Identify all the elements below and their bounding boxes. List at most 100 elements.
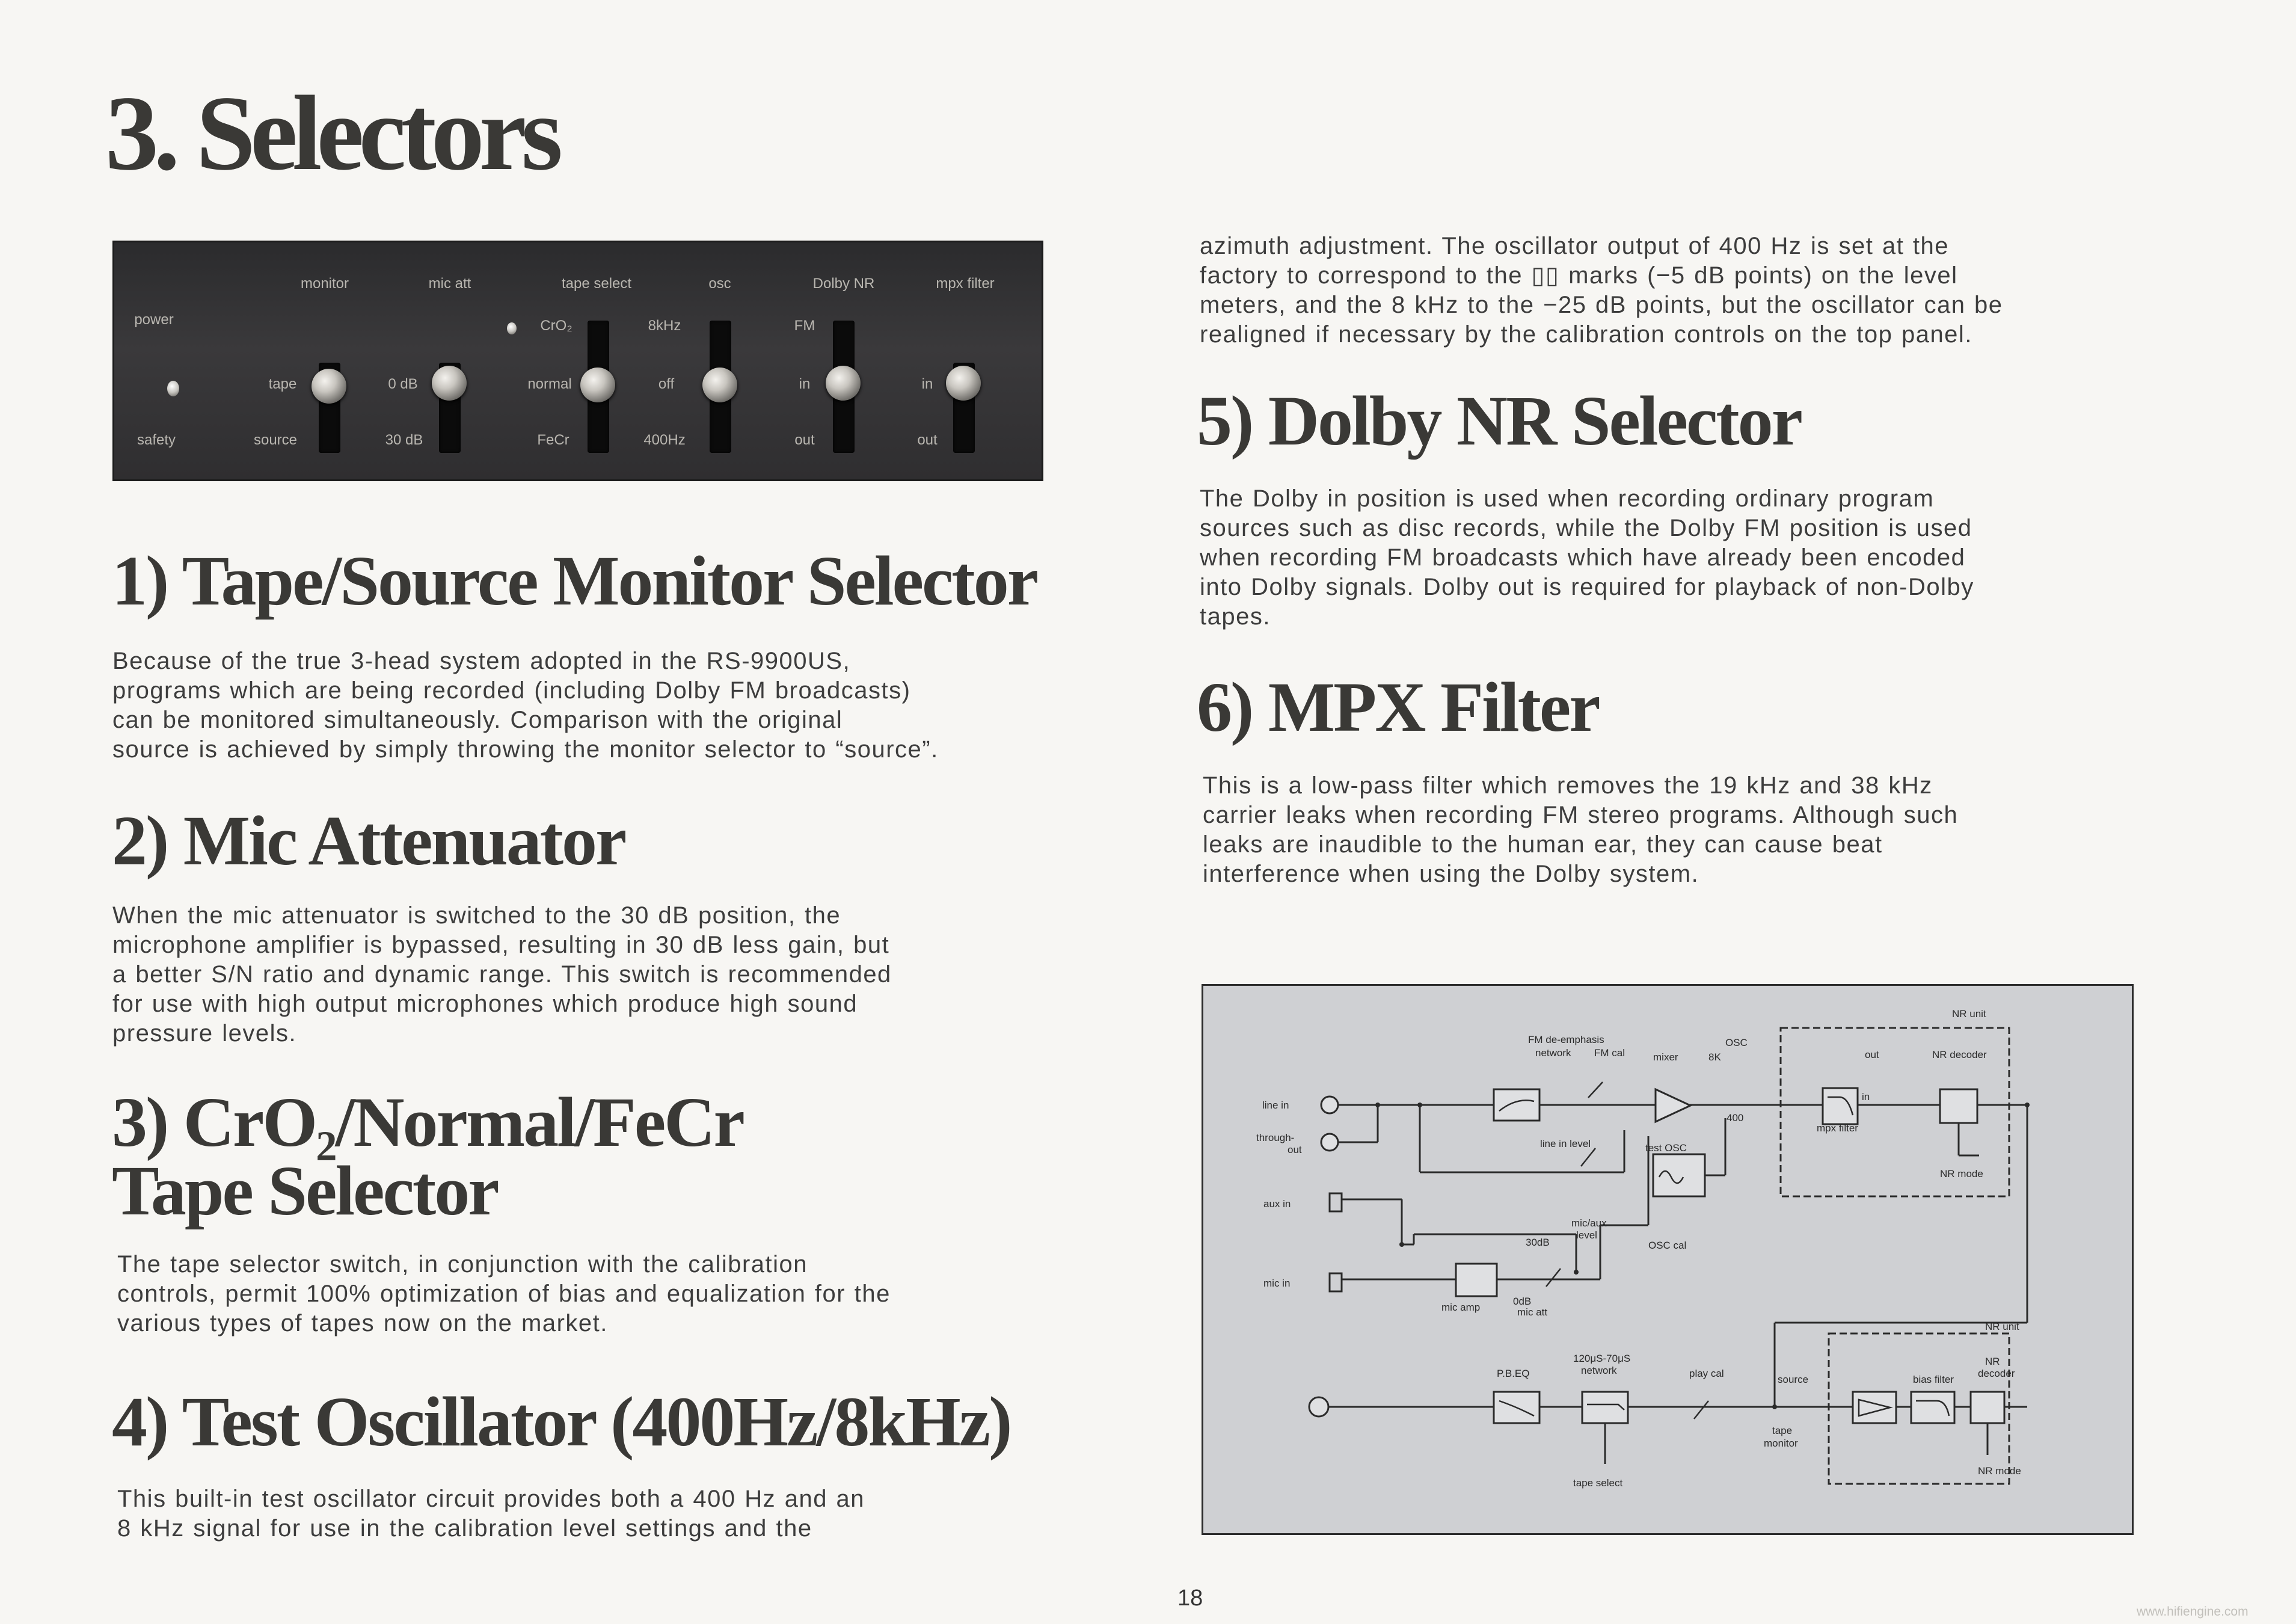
- panel-label-mpx-out: out: [917, 432, 938, 448]
- diagram-label-network-120: 120μS-70μS: [1573, 1353, 1630, 1364]
- panel-label-off: off: [658, 376, 675, 392]
- fm-deemphasis-box: [1493, 1088, 1541, 1122]
- osc-switch-knob[interactable]: [702, 368, 737, 402]
- section-6-heading: 6) MPX Filter: [1197, 668, 1601, 746]
- diagram-label-mpx-filter: mpx filter: [1817, 1122, 1858, 1134]
- diagram-label-mic-aux-level-1: mic/aux: [1571, 1217, 1607, 1229]
- panel-label-fm: FM: [794, 318, 815, 334]
- network-curve: [1587, 1403, 1625, 1410]
- nr-unit-bottom-box: [1828, 1332, 2010, 1485]
- section-5-body: The Dolby in position is used when recor…: [1200, 484, 1974, 632]
- block-diagram-svg: FM de-emphasis network FM cal mixer OSC …: [1256, 1008, 2030, 1489]
- diagram-label-decoder: decoder: [1978, 1368, 2015, 1379]
- section-5-line: sources such as disc records, while the …: [1200, 515, 1972, 541]
- test-osc-box: [1652, 1153, 1706, 1198]
- section-1-heading: 1) Tape/Source Monitor Selector: [112, 541, 1039, 620]
- mic-in-jack: [1328, 1272, 1343, 1293]
- section-4-heading: 4) Test Oscillator (400Hz/8kHz): [112, 1382, 1012, 1461]
- diagram-label-30db: 30dB: [1526, 1237, 1550, 1248]
- section-6-line: carrier leaks when recording FM stereo p…: [1203, 802, 1959, 828]
- section-2-body: When the mic attenuator is switched to t…: [112, 901, 892, 1048]
- panel-label-0db: 0 dB: [388, 376, 418, 392]
- section-5-line: into Dolby signals. Dolby out is require…: [1200, 574, 1974, 600]
- record-amp-triangle: [1858, 1398, 1893, 1417]
- diagram-label-network-2: network: [1581, 1365, 1617, 1376]
- section-5-line: tapes.: [1200, 603, 1271, 630]
- section-3-body: The tape selector switch, in conjunction…: [117, 1250, 891, 1338]
- watermark: www.hifiengine.com: [2137, 1605, 2248, 1619]
- panel-label-safety: safety: [137, 432, 176, 448]
- diagram-label-network: network: [1535, 1047, 1571, 1059]
- diagram-label-mic-att: mic att: [1517, 1306, 1547, 1318]
- diagram-label-mic-amp: mic amp: [1441, 1302, 1480, 1313]
- section-6-line: interference when using the Dolby system…: [1203, 861, 1699, 887]
- diagram-label-8k: 8K: [1708, 1051, 1721, 1063]
- diagram-label-nr-unit-bottom: NR unit: [1985, 1321, 2019, 1332]
- panel-label-400hz: 400Hz: [643, 432, 686, 448]
- section-4-continued-line: azimuth adjustment. The oscillator outpu…: [1200, 233, 1950, 259]
- panel-label-dolby-nr: Dolby NR: [812, 275, 875, 292]
- panel-label-tape-select: tape select: [561, 275, 632, 292]
- fm-deemphasis-curve: [1499, 1100, 1535, 1112]
- mic-att-switch-knob[interactable]: [432, 366, 467, 401]
- power-led: [167, 381, 179, 396]
- section-1-line: Because of the true 3-head system adopte…: [112, 648, 851, 674]
- diagram-label-out: out: [1865, 1049, 1879, 1060]
- section-3-line: controls, permit 100% optimization of bi…: [117, 1281, 891, 1307]
- panel-label-tape: tape: [268, 376, 297, 392]
- block-diagram: FM de-emphasis network FM cal mixer OSC …: [1202, 984, 2134, 1535]
- section-4-body: This built-in test oscillator circuit pr…: [117, 1484, 865, 1543]
- section-2-line: a better S/N ratio and dynamic range. Th…: [112, 961, 892, 988]
- diagram-label-line-in-level: line in level: [1540, 1138, 1591, 1149]
- panel-label-mic-att: mic att: [428, 275, 471, 292]
- section-4-line: This built-in test oscillator circuit pr…: [117, 1486, 865, 1512]
- panel-label-dolby-in: in: [799, 376, 811, 392]
- diagram-label-source: source: [1778, 1374, 1808, 1385]
- section-2-line: When the mic attenuator is switched to t…: [112, 902, 841, 929]
- section-6-body: This is a low-pass filter which removes …: [1203, 771, 1958, 889]
- tape-select-indicator: [507, 322, 517, 334]
- diagram-label-nr-mode: NR mode: [1940, 1168, 1983, 1180]
- pb-eq-curve: [1499, 1400, 1535, 1417]
- diagram-label-in: in: [1862, 1091, 1870, 1103]
- mixer-triangle: [1654, 1087, 1693, 1124]
- diagram-label-fm-deemphasis: FM de-emphasis: [1528, 1034, 1604, 1045]
- section-1-line: programs which are being recorded (inclu…: [112, 677, 911, 704]
- mpx-filter-switch-knob[interactable]: [946, 366, 981, 401]
- bias-filter-box: [1910, 1391, 1956, 1424]
- diagram-label-mixer: mixer: [1653, 1051, 1678, 1063]
- panel-label-dolby-out: out: [794, 432, 815, 448]
- page-title: 3. Selectors: [105, 73, 563, 192]
- mpx-filter-box: [1822, 1087, 1859, 1125]
- nr-decoder-box: [1939, 1088, 1978, 1124]
- section-2-heading: 2) Mic Attenuator: [112, 801, 627, 880]
- aux-in-jack: [1328, 1192, 1343, 1213]
- nr-unit-top-box: [1779, 1027, 2010, 1198]
- diagram-label-bias-filter: bias filter: [1913, 1374, 1954, 1385]
- tape-select-switch-knob[interactable]: [580, 368, 615, 402]
- monitor-switch-knob[interactable]: [312, 369, 346, 404]
- section-4-continued-line: factory to correspond to the ▯▯ marks (−…: [1200, 262, 1958, 289]
- dolby-nr-switch-knob[interactable]: [826, 366, 861, 401]
- section-6-line: This is a low-pass filter which removes …: [1203, 772, 1933, 799]
- section-5-line: when recording FM broadcasts which have …: [1200, 544, 1966, 571]
- section-4-line: 8 kHz signal for use in the calibration …: [117, 1515, 812, 1542]
- diagram-label-monitor: monitor: [1764, 1438, 1798, 1449]
- diagram-label-play-cal: play cal: [1689, 1368, 1724, 1379]
- section-4-continued-line: meters, and the 8 kHz to the −25 dB poin…: [1200, 292, 2003, 318]
- diagram-label-aux-in: aux in: [1263, 1198, 1291, 1210]
- diagram-label-mic-aux-level-2: level: [1576, 1229, 1597, 1241]
- diagram-label-400: 400: [1727, 1112, 1743, 1124]
- network-box: [1581, 1391, 1629, 1424]
- diagram-label-osc: OSC: [1725, 1037, 1748, 1048]
- section-2-line: for use with high output microphones whi…: [112, 991, 858, 1017]
- mpx-curve: [1828, 1096, 1854, 1116]
- diagram-label-nr: NR: [1985, 1356, 2000, 1367]
- osc-sine: [1658, 1170, 1684, 1184]
- panel-label-fecr: FeCr: [537, 432, 569, 448]
- section-6-line: leaks are inaudible to the human ear, th…: [1203, 831, 1883, 858]
- line-in-jack: [1320, 1095, 1339, 1115]
- section-4-continued-body: azimuth adjustment. The oscillator outpu…: [1200, 232, 2003, 349]
- panel-label-mpx-filter: mpx filter: [936, 275, 995, 292]
- section-3-heading-line-2: Tape Selector: [112, 1151, 500, 1230]
